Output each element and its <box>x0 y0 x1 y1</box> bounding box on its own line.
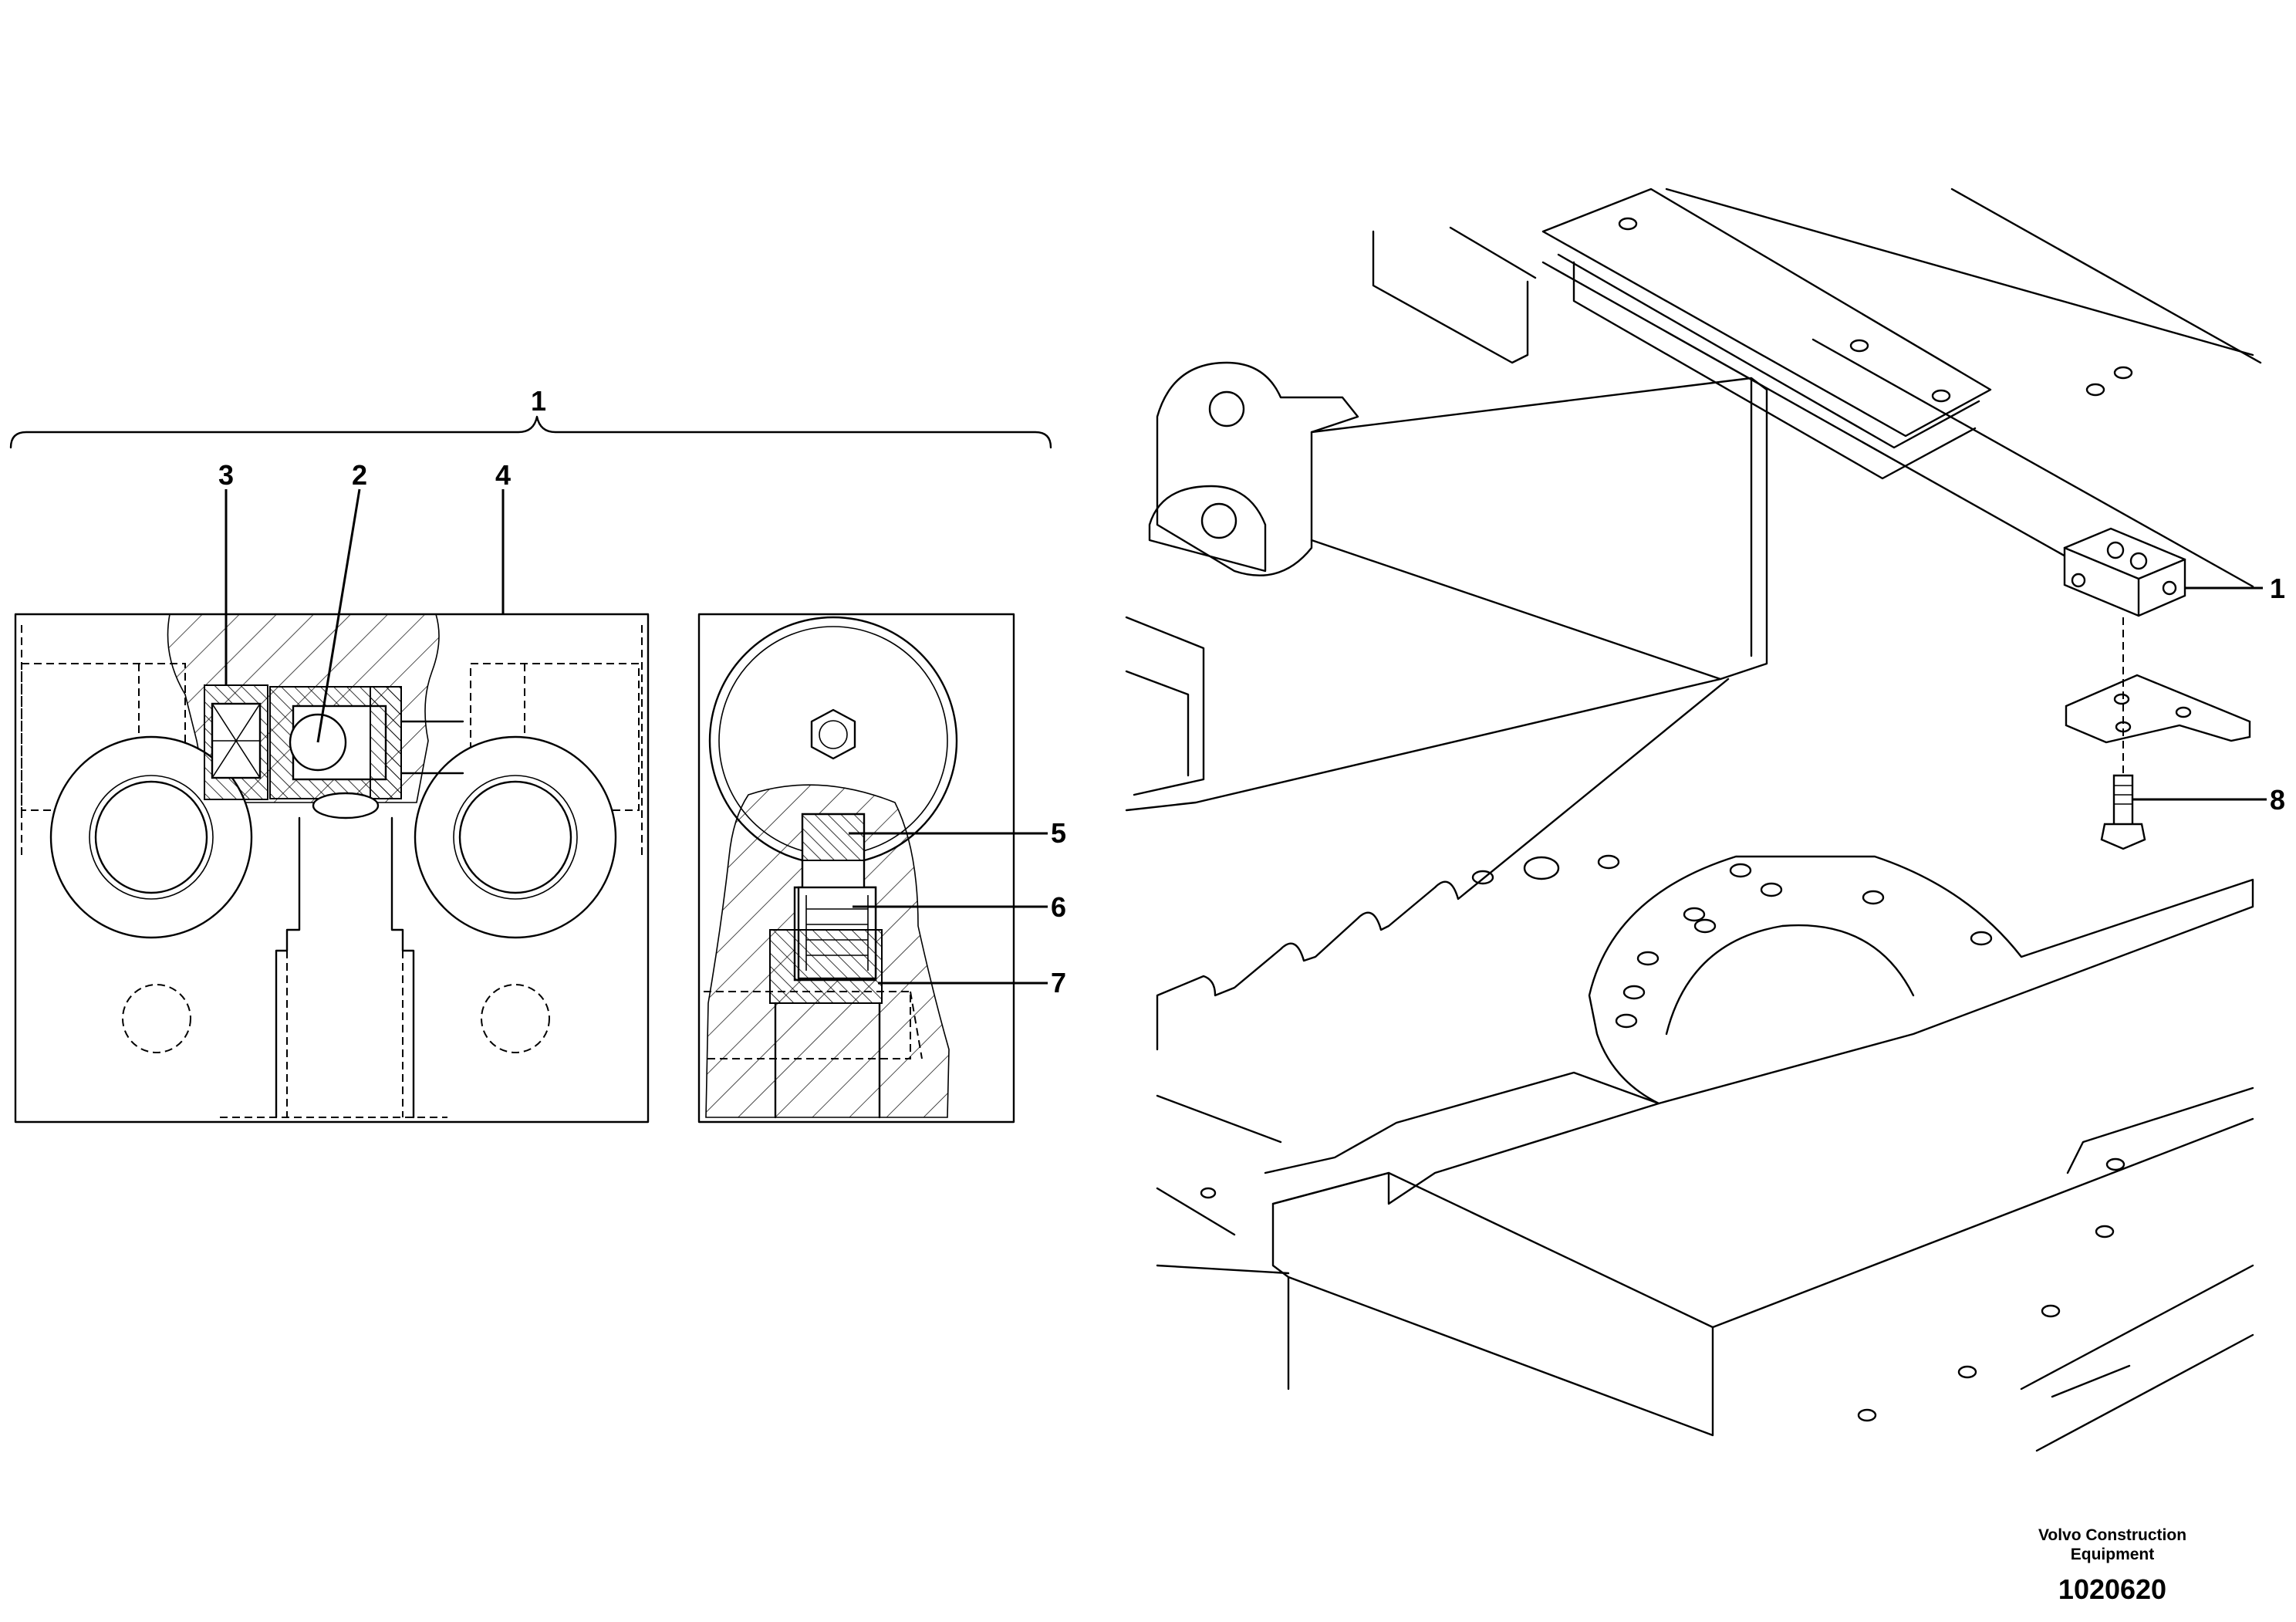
boom-lug-lower <box>1148 485 1267 573</box>
notched-edge <box>1156 678 1730 1051</box>
hex-nut <box>810 708 856 760</box>
callout-1: 1 <box>531 385 546 417</box>
valve-port-4 <box>2071 573 2086 588</box>
valve-port-3 <box>2162 580 2177 596</box>
frame-holes <box>1200 217 2133 1422</box>
upper-channel <box>1372 226 1537 364</box>
lower-passage-hidden <box>220 951 447 1118</box>
relief-lower-bore <box>774 1002 881 1119</box>
relief-poppet <box>802 813 865 861</box>
bolt-thread <box>2114 785 2132 805</box>
boom-lug-hole-2 <box>1200 502 1237 539</box>
swing-ring-plate <box>1588 855 2254 1105</box>
lower-frame <box>1264 1071 1660 1205</box>
left-bore-inner <box>94 780 208 894</box>
right-bore-inner-ring <box>453 775 578 900</box>
valve-port-2 <box>2129 552 2148 570</box>
credit-line-2: Equipment <box>2071 1546 2155 1563</box>
passage-right <box>400 720 464 775</box>
assembly-brace <box>9 415 1052 449</box>
callout-4: 4 <box>495 459 511 491</box>
frame-isometric-view <box>1125 188 2262 1452</box>
right-bore-inner <box>458 780 572 894</box>
boom-lug-upper <box>1156 361 1359 576</box>
top-long-edge <box>1541 188 2262 588</box>
bracket-hole-3 <box>2113 693 2130 705</box>
hex-nut-center <box>819 720 848 749</box>
main-beam <box>1125 377 1768 812</box>
right-bore-outer <box>414 735 617 939</box>
callout-3: 3 <box>218 459 234 491</box>
front-box <box>1271 1117 2254 1437</box>
relief-adjuster <box>769 929 883 1004</box>
relief-frame <box>697 613 1015 1124</box>
left-bore-outer <box>49 735 253 939</box>
lower-passage <box>275 816 415 1119</box>
side-rail <box>1125 616 1205 796</box>
right-small-hole <box>481 984 550 1053</box>
relief-valve-section-view <box>697 613 1015 1124</box>
plug-socket-cross <box>211 703 261 779</box>
top-rail-front <box>1572 188 2254 480</box>
valve-section-view <box>9 415 1052 1124</box>
callout-labels: 1 3 2 4 5 6 7 1 8 <box>218 385 2285 999</box>
inner-slot <box>2051 1364 2131 1398</box>
footer: Volvo Construction Equipment 1020620 <box>2038 1526 2186 1605</box>
boom-lug-hole-1 <box>1208 390 1245 427</box>
callout-5: 5 <box>1051 817 1066 849</box>
callout-6: 6 <box>1051 891 1066 923</box>
mounting-bracket <box>2065 674 2251 744</box>
ball-seat-nut <box>370 686 402 799</box>
lower-seat <box>312 792 380 819</box>
bolt-shank <box>2112 774 2134 827</box>
callout-1-iso: 1 <box>2270 573 2285 604</box>
left-bore-inner-ring <box>89 775 214 900</box>
relief-hidden <box>704 991 923 1059</box>
left-small-hole <box>122 984 191 1053</box>
valve-block-iso-edges <box>2063 546 2186 617</box>
swing-ring-inner <box>1665 924 1915 1036</box>
callout-2: 2 <box>352 459 367 491</box>
figure-number: 1020620 <box>2058 1573 2166 1605</box>
bottom-left-edge <box>1156 1094 1290 1275</box>
callout-7: 7 <box>1051 967 1066 999</box>
right-lower-edge <box>2020 1086 2254 1452</box>
leader-lines <box>225 488 2267 985</box>
credit-line-1: Volvo Construction <box>2038 1526 2186 1544</box>
bolt-head <box>2100 823 2146 850</box>
valve-port-1 <box>2106 541 2125 559</box>
bracket-hole-2 <box>2175 706 2192 718</box>
callout-8: 8 <box>2270 784 2285 816</box>
